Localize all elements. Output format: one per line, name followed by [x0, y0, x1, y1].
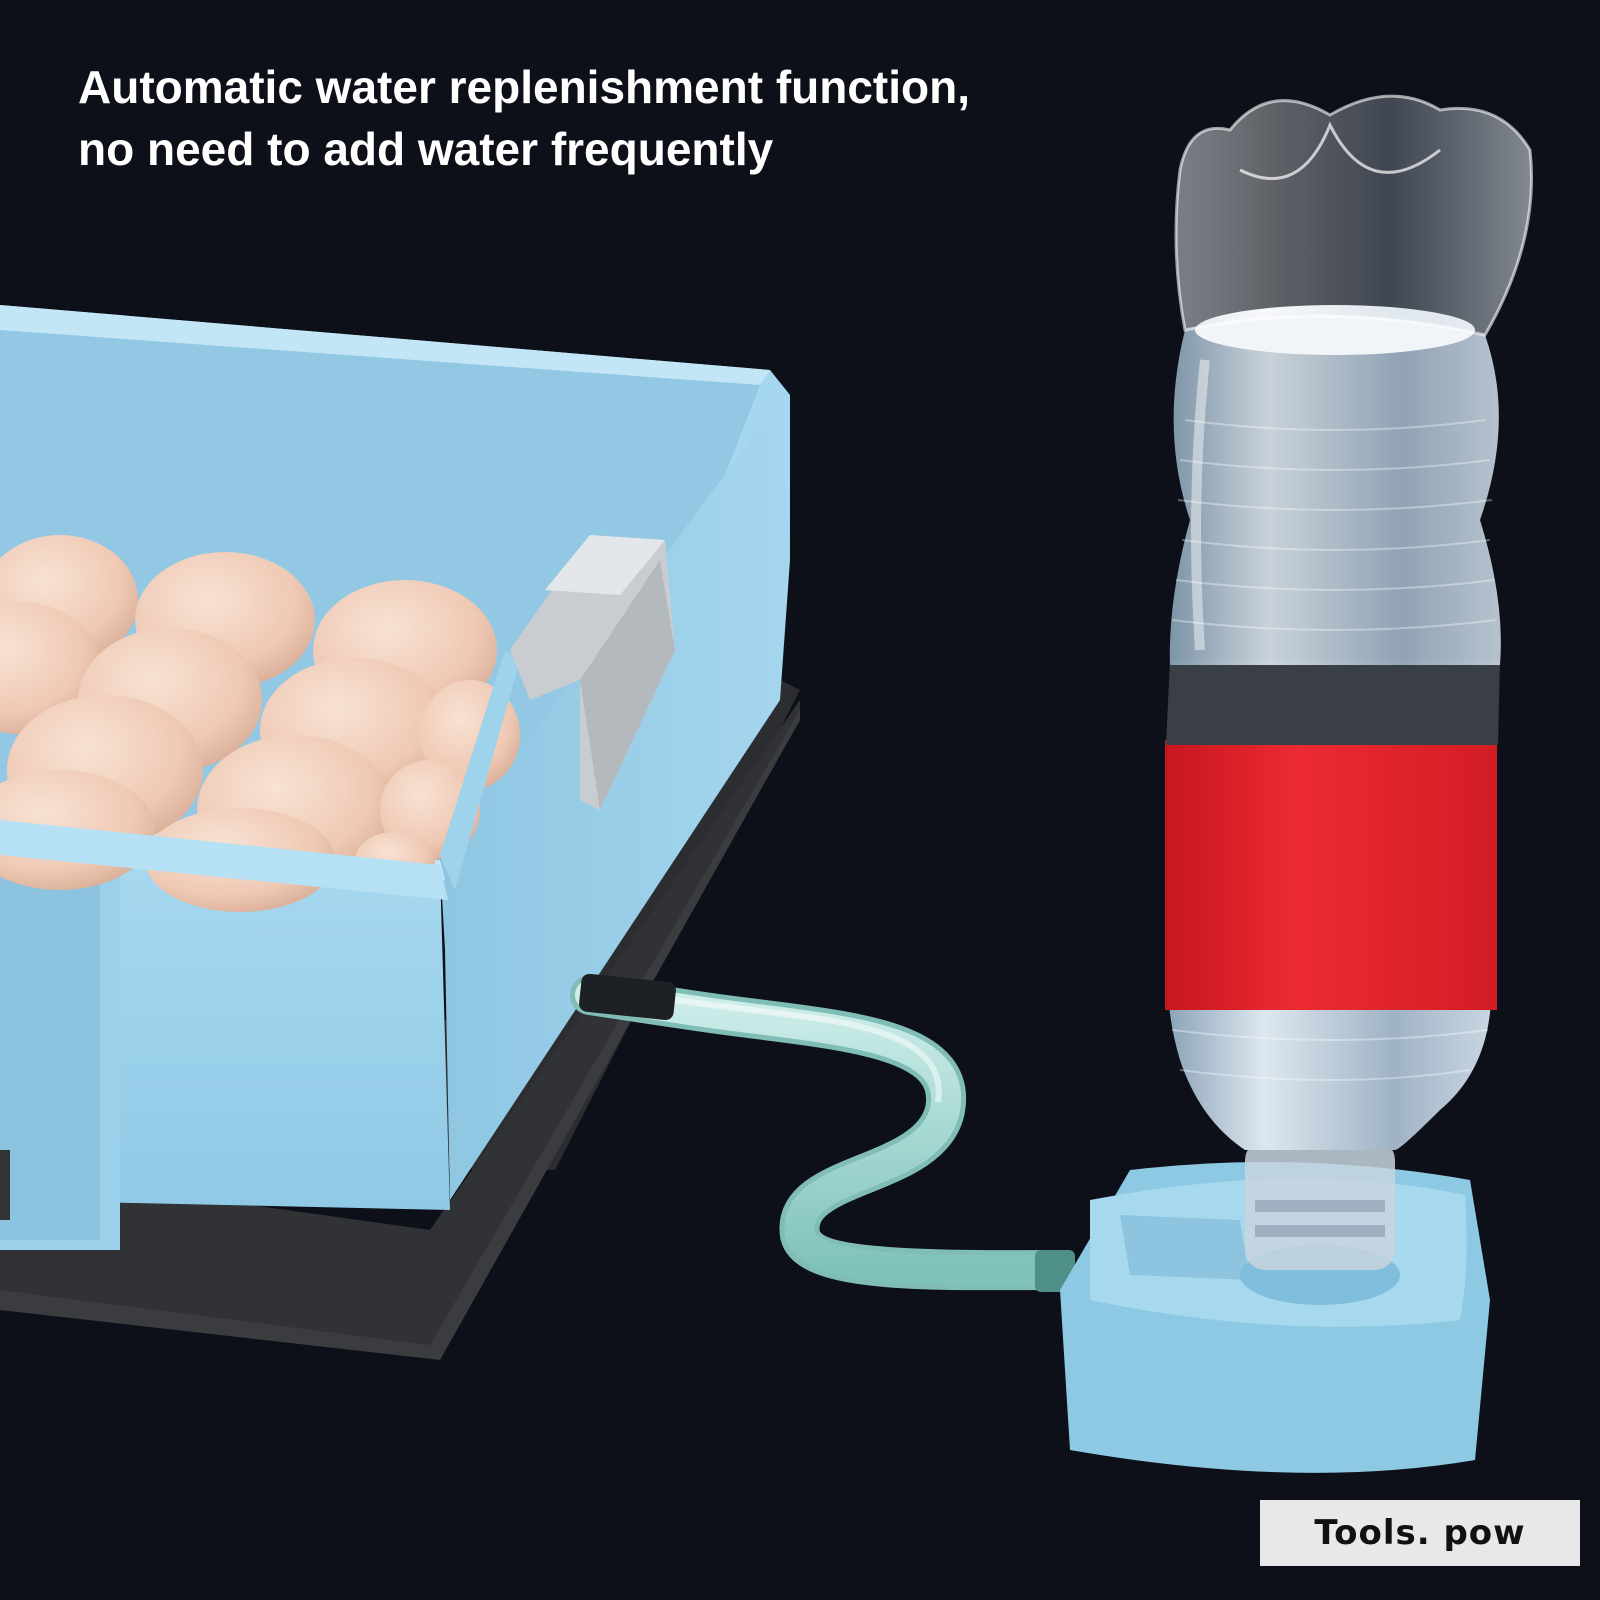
metal-clip	[510, 535, 675, 810]
water-bottle	[1165, 94, 1534, 1270]
watermark-label: Tools. pow	[1260, 1500, 1580, 1566]
water-tube	[570, 973, 1075, 1292]
headline-line-1: Automatic water replenishment function,	[78, 61, 970, 113]
eggs	[0, 535, 520, 912]
tray-front-rim	[0, 650, 520, 900]
headline-line-2: no need to add water frequently	[78, 123, 774, 175]
headline: Automatic water replenishment function, …	[78, 56, 970, 180]
